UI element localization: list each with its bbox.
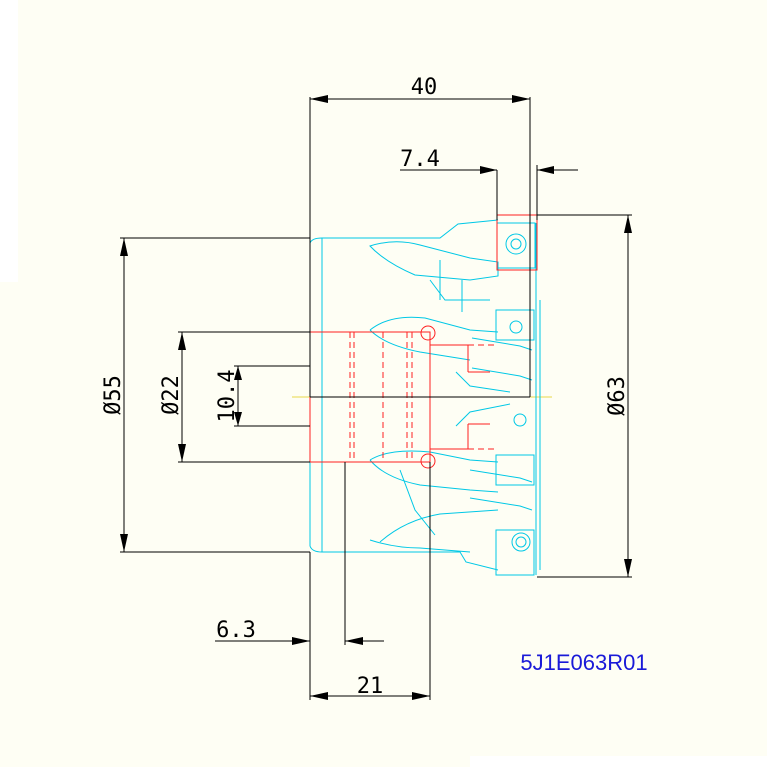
paper-strip-left bbox=[0, 282, 20, 767]
dim-cutting-diameter: Ø63 bbox=[605, 376, 630, 416]
paper-panel bbox=[18, 0, 767, 767]
dim-bore-diameter: Ø22 bbox=[159, 375, 184, 415]
dim-insert-offset: 7.4 bbox=[400, 147, 440, 172]
tool-body-outline bbox=[309, 219, 541, 576]
dim-body-diameter: Ø55 bbox=[101, 375, 126, 415]
dim-bore-depth: 21 bbox=[357, 674, 384, 699]
dim-overall-length: 40 bbox=[411, 75, 438, 100]
dimension-lines bbox=[120, 95, 632, 700]
dim-flange-width: 6.3 bbox=[216, 618, 256, 643]
dim-keyway-width: 10.4 bbox=[215, 370, 240, 423]
part-number: 5J1E063R01 bbox=[520, 650, 647, 675]
paper-cut-bottom bbox=[470, 756, 767, 767]
